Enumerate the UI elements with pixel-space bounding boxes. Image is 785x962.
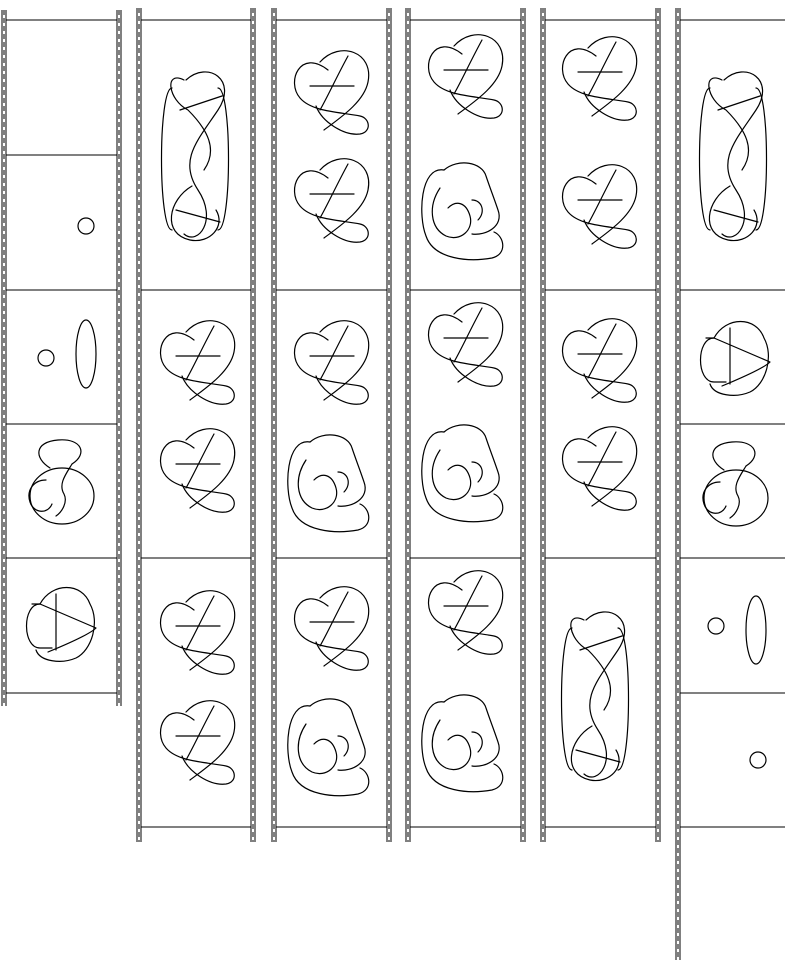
- tall-twist-knot: [162, 72, 229, 241]
- trefoil-knot: [563, 427, 637, 510]
- trefoil-knot: [563, 319, 637, 402]
- tref-partial-knot: [703, 442, 768, 526]
- loop-knot-knot: [422, 163, 503, 260]
- trefoil-knot: [295, 159, 369, 242]
- unknot-ellipse: [76, 320, 96, 388]
- circ-knot: [78, 218, 94, 234]
- circ-knot: [38, 350, 54, 366]
- trefoil-knot: [295, 51, 369, 134]
- film-strip-5: [541, 8, 660, 842]
- circ-knot: [750, 752, 766, 768]
- loop-knot-knot: [422, 695, 503, 792]
- trefoil-knot: [295, 587, 369, 670]
- unknot-ellipse: [746, 596, 766, 664]
- trefoil-knot: [295, 321, 369, 404]
- tref-partial-knot: [29, 440, 94, 524]
- loop-knot-knot: [288, 699, 369, 796]
- film-strip-2: [137, 8, 255, 842]
- tref-tri-knot: [27, 588, 97, 662]
- tref-tri-knot: [701, 322, 771, 396]
- loop-knot-knot: [288, 435, 369, 532]
- trefoil-knot: [429, 571, 503, 654]
- trefoil-knot: [563, 37, 637, 120]
- trefoil-knot: [429, 35, 503, 118]
- film-strip-6: [676, 8, 785, 960]
- trefoil-knot: [563, 165, 637, 248]
- circ-knot: [708, 618, 724, 634]
- trefoil-knot: [161, 429, 235, 512]
- trefoil-knot: [161, 591, 235, 674]
- tall-twist-knot: [700, 72, 767, 241]
- tall-twist-knot: [562, 612, 629, 781]
- trefoil-knot: [161, 701, 235, 784]
- film-strips: [2, 8, 785, 960]
- trefoil-knot: [429, 303, 503, 386]
- loop-knot-knot: [422, 425, 503, 522]
- film-strip-4: [406, 8, 525, 842]
- film-strip-1: [2, 10, 121, 706]
- film-strip-3: [272, 8, 391, 842]
- trefoil-knot: [161, 321, 235, 404]
